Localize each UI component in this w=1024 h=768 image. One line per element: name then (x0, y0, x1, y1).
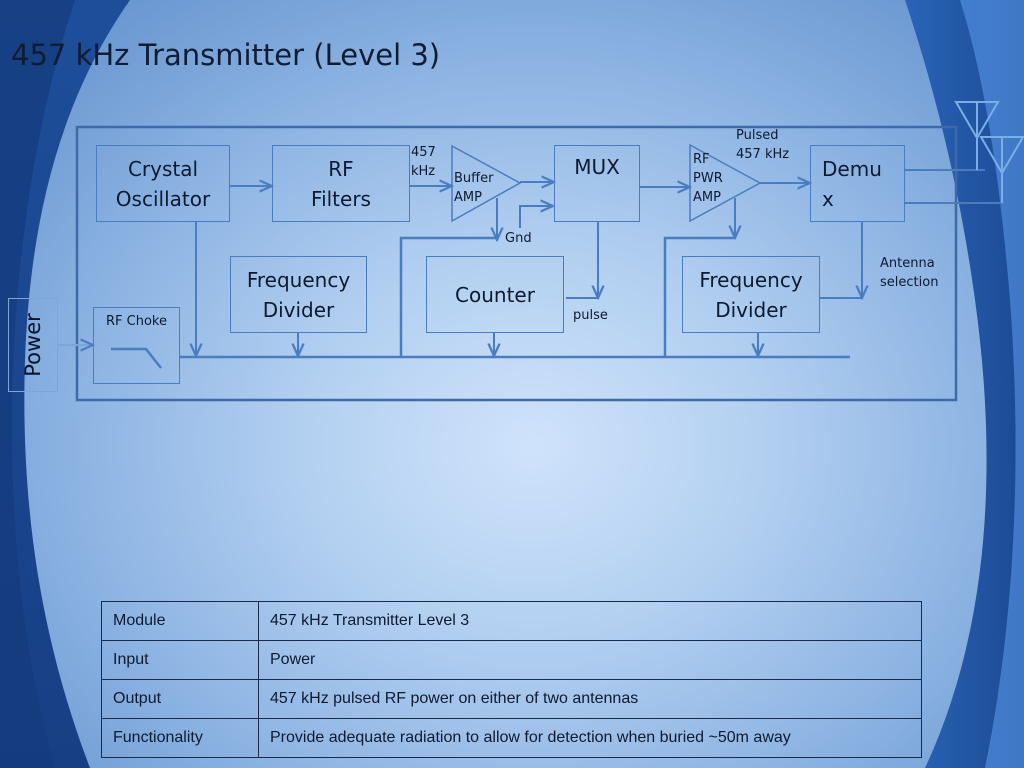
table-cell-key: Output (101, 679, 259, 719)
rf-filters-block: RF Filters (272, 145, 410, 222)
power-label: Power (21, 313, 45, 377)
buffer-amp-triangle (451, 144, 522, 223)
table-row: Output 457 kHz pulsed RF power on either… (101, 679, 922, 719)
table-cell-value: 457 kHz Transmitter Level 3 (258, 601, 922, 641)
table-cell-key: Input (101, 640, 259, 680)
frequency-divider-2-label: Frequency Divider (699, 267, 803, 322)
pulse-label: pulse (573, 308, 608, 323)
table-row: Module 457 kHz Transmitter Level 3 (101, 601, 922, 641)
frequency-divider-1-block: Frequency Divider (230, 256, 367, 333)
pulsed-457-label: Pulsed 457 kHz (736, 128, 790, 162)
table-row: Functionality Provide adequate radiation… (101, 718, 922, 758)
rf-pwr-amp-label: RF PWR AMP (693, 152, 723, 205)
demux-block: Demu x (810, 145, 905, 222)
counter-block: Counter (426, 256, 564, 333)
mux-block: MUX (554, 145, 640, 222)
page-title: 457 kHz Transmitter (Level 3) (11, 38, 441, 72)
table-cell-key: Module (101, 601, 259, 641)
frequency-457-label: 457 kHz (411, 145, 436, 179)
crystal-oscillator-label: Crystal Oscillator (115, 156, 211, 211)
table-row: Input Power (101, 640, 922, 680)
antenna-icon (954, 101, 1024, 203)
crystal-oscillator-block: Crystal Oscillator (96, 145, 230, 222)
frequency-divider-2-block: Frequency Divider (682, 256, 820, 333)
table-cell-value: Power (258, 640, 922, 680)
mux-label: MUX (574, 155, 620, 179)
table-cell-value: 457 kHz pulsed RF power on either of two… (258, 679, 922, 719)
counter-label: Counter (455, 282, 535, 307)
table-cell-value: Provide adequate radiation to allow for … (258, 718, 922, 758)
buffer-amp-label: Buffer AMP (454, 171, 494, 205)
rf-choke-label: RF Choke (106, 314, 167, 329)
gnd-label: Gnd (505, 231, 532, 246)
demux-label: Demu x (822, 156, 882, 211)
antenna-selection-label: Antenna selection (880, 256, 939, 290)
rf-pwr-amp-triangle (689, 143, 762, 223)
rf-choke-block: RF Choke (93, 307, 180, 384)
table-cell-key: Functionality (101, 718, 259, 758)
frequency-divider-1-label: Frequency Divider (246, 267, 351, 322)
system-outline (75, 125, 958, 402)
rf-filters-label: RF Filters (311, 156, 371, 211)
power-block (8, 298, 58, 392)
module-info-table: Module 457 kHz Transmitter Level 3 Input… (101, 601, 922, 758)
